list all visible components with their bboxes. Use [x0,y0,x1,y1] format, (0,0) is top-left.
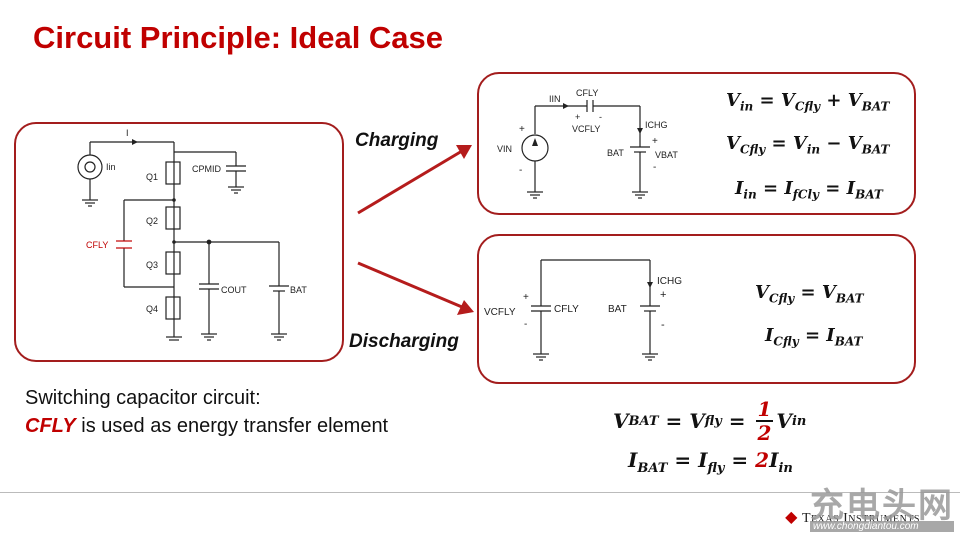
discharging-vcfly: VCFLY [484,307,516,318]
charging-cfly: CFLY [576,88,598,98]
label-q1: Q1 [146,172,158,182]
charging-eq-2: VCfly = Vin − VBAT [726,133,890,157]
label-q3: Q3 [146,260,158,270]
discharging-bat: BAT [608,304,627,315]
caption-cfly: CFLY [25,415,76,437]
main-circuit-box [14,122,344,362]
label-cout: COUT [221,285,247,295]
charging-circuit-diagram: IIN CFLY + - VCFLY ICHG VIN + - BAT + VB… [497,88,678,199]
footer-bar: ◆Texas Instruments [0,492,960,541]
charging-label: Charging [355,130,439,151]
caption-rest: is used as energy transfer element [75,415,389,437]
charging-bat: BAT [607,148,624,158]
charging-plus: + [575,112,580,122]
label-bat: BAT [290,285,307,295]
charging-vin-minus: - [519,165,522,176]
watermark-text: 充电头网 [810,487,954,525]
charging-vcfly: VCFLY [572,124,600,134]
discharging-cfly-minus: - [524,319,527,330]
discharging-label: Discharging [349,331,459,352]
discharging-cfly-plus: + [523,292,529,303]
caption-line-1: Switching capacitor circuit: [25,387,261,409]
discharging-eq-1: VCfly = VBAT [755,282,864,306]
caption-line-2: CFLY is used as energy transfer element [25,415,388,438]
charging-box [477,72,916,215]
discharging-bat-minus: - [661,319,665,331]
charging-ichg: ICHG [645,120,668,130]
ti-chip-icon: ◆ [785,509,798,526]
watermark: 充电头网 www.chongdiantou.com [810,478,954,532]
label-I: I [126,128,129,138]
label-cpmid: CPMID [192,164,222,174]
label-q2: Q2 [146,216,158,226]
charging-bat-plus: + [652,136,658,147]
watermark-url: www.chongdiantou.com [810,521,954,532]
charging-vin: VIN [497,144,512,154]
charging-minus: - [599,112,602,122]
charging-bat-minus: - [653,162,656,173]
label-q4: Q4 [146,304,158,314]
charging-vin-plus: + [519,124,525,135]
label-cfly: CFLY [86,240,108,250]
charging-eq-3: Iin = IfCly = IBAT [735,178,883,202]
page-title: Circuit Principle: Ideal Case [33,20,444,55]
discharging-cfly: CFLY [554,304,579,315]
discharging-ichg: ICHG [657,276,682,287]
charging-iin: IIN [549,94,561,104]
discharging-circuit-diagram: VCFLY + - CFLY BAT ICHG + - [484,259,682,361]
label-iin: Iin [106,162,116,172]
charging-eq-1: Vin = VCfly + VBAT [726,90,890,114]
discharging-box [477,234,916,384]
summary-eq-2: IBAT = Ifly = 2Iin [628,448,793,476]
charging-vbat: VBAT [655,150,678,160]
discharging-eq-2: ICfly = IBAT [765,325,863,349]
phase-arrows [357,145,474,315]
summary-fraction: 1 2 [755,397,774,445]
main-circuit-diagram: I Iin CPMID Q1 Q2 Q3 Q4 CFLY COUT BAT [77,128,307,341]
discharging-bat-plus: + [660,289,666,301]
